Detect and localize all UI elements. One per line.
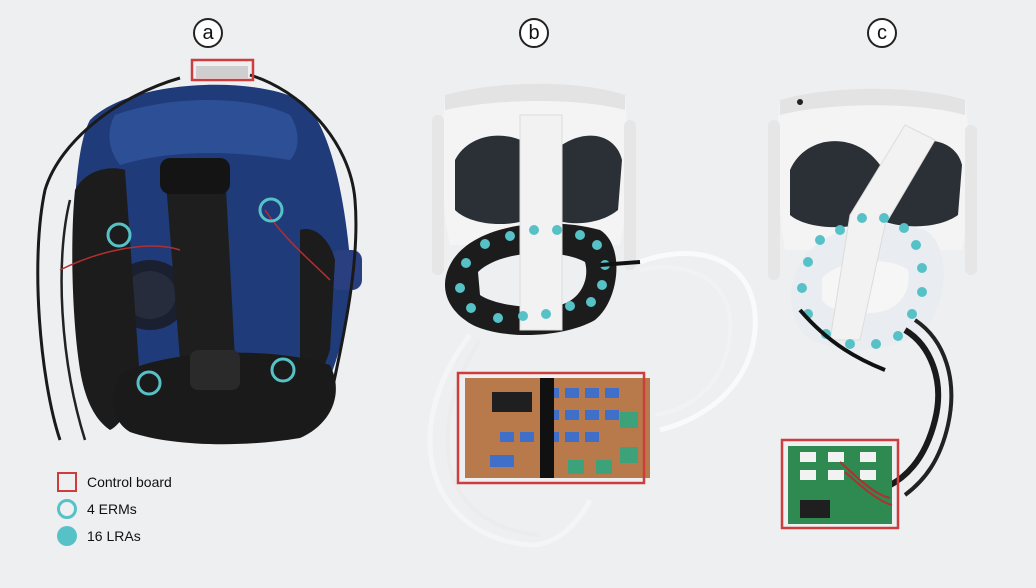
- legend-label-erms: 4 ERMs: [87, 500, 137, 517]
- legend-row-lras: 16 LRAs: [57, 522, 172, 549]
- headset-c: [768, 88, 977, 530]
- legend: Control board 4 ERMs 16 LRAs: [57, 468, 172, 549]
- headset-a: [36, 58, 362, 445]
- panel-label-a: a: [193, 18, 223, 48]
- legend-row-control-board: Control board: [57, 468, 172, 495]
- panel-label-b: b: [519, 18, 549, 48]
- legend-row-erms: 4 ERMs: [57, 495, 172, 522]
- filled-dot-icon: [57, 525, 77, 546]
- panel-label-c: c: [867, 18, 897, 48]
- ring-icon: [57, 498, 77, 519]
- legend-label-control-board: Control board: [87, 473, 172, 490]
- legend-label-lras: 16 LRAs: [87, 527, 141, 544]
- headset-b: [427, 83, 758, 548]
- square-outline-icon: [57, 471, 77, 492]
